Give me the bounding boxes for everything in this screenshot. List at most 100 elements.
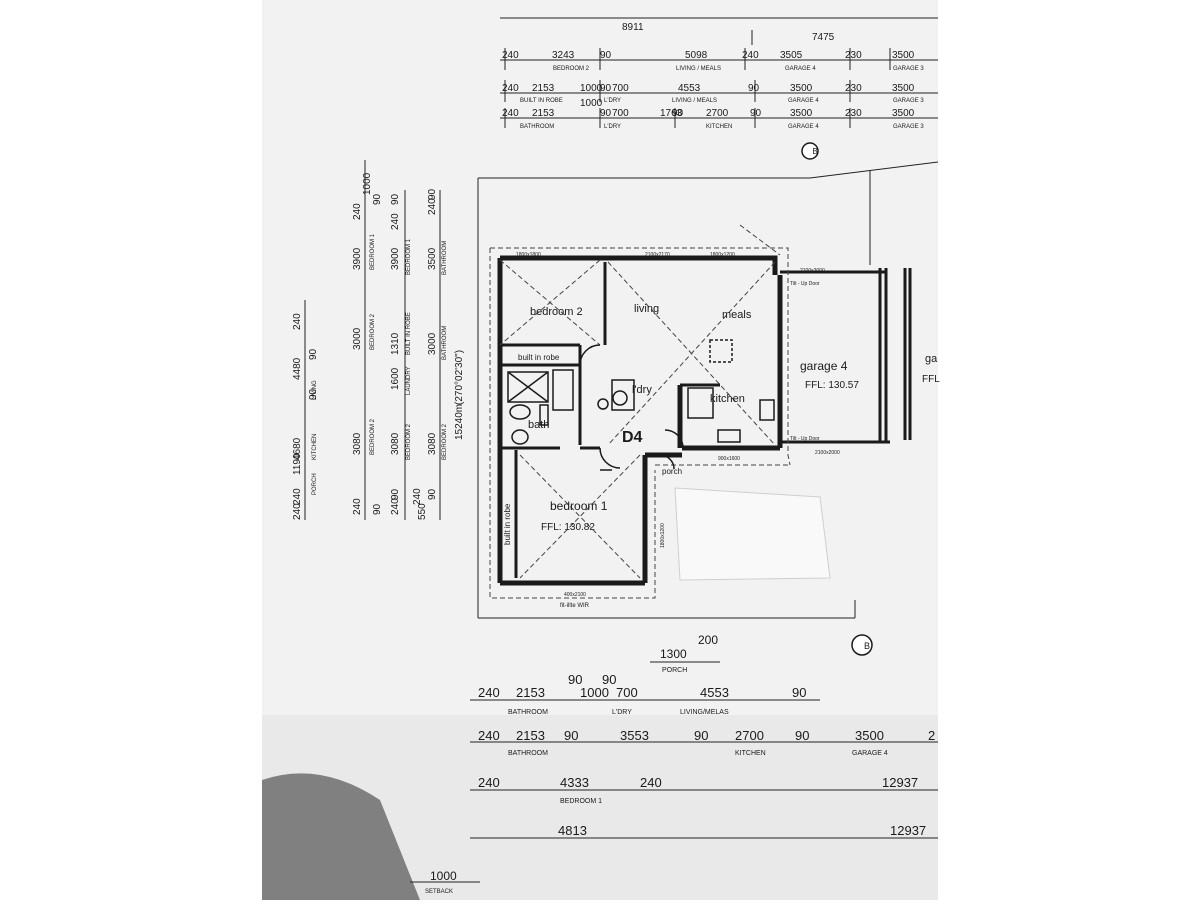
top-dim-r1-6: 230 [845, 50, 862, 61]
left-c2-5: BEDROOM 2 [370, 313, 376, 350]
left-c2-3: BEDROOM 1 [370, 233, 376, 270]
bottom-r5-room-0: SETBACK [425, 889, 453, 895]
room-label-living: living [634, 303, 659, 315]
top-dim-r3-7: 2700 [706, 108, 729, 119]
room-label-bedroom1: bedroom 1 [550, 499, 608, 513]
top-room-r2-3: GARAGE 4 [788, 98, 819, 104]
top-dim-r3-9: 3500 [790, 108, 813, 119]
left-total: 15240m [454, 404, 465, 440]
window-bed2: 1800x1800 [516, 252, 541, 258]
top-dim-r3-11: 3500 [892, 108, 915, 119]
room-label-kitchen: kitchen [710, 393, 745, 405]
left-c4-10: 90 [427, 488, 438, 500]
left-c3-4: 1310 [390, 332, 401, 355]
room-label-bedroom2: bedroom 2 [530, 306, 583, 318]
bottom-r1-5: 700 [616, 685, 638, 700]
top-dim-r1-5: 3505 [780, 50, 803, 61]
left-c1-7: 90 [308, 348, 319, 360]
ffl-garage: FFL: 130.57 [805, 380, 859, 391]
paper-note [674, 487, 831, 581]
left-c4-1: 90 [427, 188, 438, 200]
top-dim-r3-10: 230 [845, 108, 862, 119]
top-overall-1: 8911 [622, 22, 644, 33]
bottom-r2-room-1: KITCHEN [735, 750, 766, 757]
top-dim-r1-7: 3500 [892, 50, 915, 61]
top-overall-2: 7475 [812, 32, 835, 43]
bottom-r3-2: 240 [640, 775, 662, 790]
ffl-next: FFL [922, 374, 940, 385]
top-dim-r3-5: 1763 [660, 108, 683, 119]
left-c3-11: 90 [390, 488, 401, 500]
bottom-r1-room-1: L'DRY [612, 709, 632, 716]
top-room-r2-1: L'DRY [604, 98, 621, 104]
left-c4-2: 3500 [427, 247, 438, 270]
bottom-r2-2: 90 [564, 728, 578, 743]
wir-label: fit-illte WIR [560, 603, 590, 609]
top-dim-r2-4: 700 [612, 83, 629, 94]
building-walls [497, 255, 783, 586]
top-room-r3-4: GARAGE 3 [893, 124, 924, 130]
garage-door-top: 2100x2000 [800, 268, 825, 274]
left-c4-9: 240 [412, 488, 423, 505]
bottom-r1-3: 90 [602, 672, 616, 687]
top-dim-r3-3: 1000 [580, 98, 603, 109]
top-dim-r1-1: 3243 [552, 50, 575, 61]
section-marker-top: B [812, 147, 817, 156]
left-c2-6: 3080 [352, 432, 363, 455]
top-room-r3-1: L'DRY [604, 124, 621, 130]
left-c1-5: PORCH [312, 473, 318, 495]
top-room-r3-2: KITCHEN [706, 124, 732, 130]
angle-label: (270°02'30") [454, 350, 465, 405]
left-c1-9: 90 [308, 388, 319, 400]
bottom-r2-4: 90 [694, 728, 708, 743]
left-c3-7: LAUNDRY [406, 366, 412, 395]
top-room-r3-3: GARAGE 4 [788, 124, 819, 130]
bottom-r2-0: 240 [478, 728, 500, 743]
left-c2-8: 1000 [362, 172, 373, 195]
room-label-meals: meals [722, 309, 752, 321]
room-label-robe-side: built in robe [503, 503, 512, 545]
left-c3-5: BUILT IN ROBE [406, 312, 412, 355]
left-c4-8: 550 [417, 503, 428, 520]
top-dim-r2-1: 2153 [532, 83, 555, 94]
top-dim-r3-0: 240 [502, 108, 519, 119]
bottom-r1-2: 90 [568, 672, 582, 687]
left-c1-2: 4680 [292, 437, 303, 460]
window-meals: 1800x1200 [710, 252, 735, 258]
window-kitchen: 900x1600 [718, 456, 740, 462]
left-c3-10: 240 [390, 498, 401, 515]
left-c2-2: 3900 [352, 247, 363, 270]
left-c4-5: BATHROOM [442, 326, 448, 360]
bottom-porch-1: 1300 [660, 647, 687, 661]
left-c1-8: 240 [292, 488, 303, 505]
bottom-r2-7: 3500 [855, 728, 884, 743]
garage-door-bot: Tilt - Up Door [790, 436, 820, 442]
top-room-r3-0: BATHROOM [520, 124, 554, 130]
left-c4-7: BEDROOM 2 [442, 423, 448, 460]
bottom-r4-0: 4813 [558, 823, 587, 838]
room-label-robe-top: built in robe [518, 353, 560, 362]
bottom-r1-room-0: BATHROOM [508, 709, 548, 716]
top-dim-r2-2: 90 [600, 83, 612, 94]
left-c4-3: BATHROOM [442, 241, 448, 275]
top-dim-r2-5: 4553 [678, 83, 701, 94]
bottom-r5-0: 1000 [430, 869, 457, 883]
left-c1-1: LIVING [312, 380, 318, 400]
unit-label: D4 [622, 429, 643, 446]
bottom-porch-3: PORCH [662, 667, 687, 674]
top-dim-r3-1: 2153 [532, 108, 555, 119]
top-dim-r3-2: 90 [600, 108, 612, 119]
left-c1-0: 4480 [292, 357, 303, 380]
window-bed1: 400x2100 [564, 592, 586, 598]
top-room-r1-3: GARAGE 3 [893, 66, 924, 72]
top-room-r1-0: BEDROOM 2 [553, 66, 590, 72]
room-label-garage-partial: ga [925, 353, 938, 365]
bottom-r1-0: 240 [478, 685, 500, 700]
left-c3-8: 3080 [390, 432, 401, 455]
garage-door-bot-size: 2100x2000 [815, 450, 840, 456]
left-c2-9: 240 [352, 498, 363, 515]
section-marker-bottom: B [864, 641, 870, 651]
top-room-r2-2: LIVING / MEALS [672, 98, 717, 104]
room-label-bath: bath [528, 419, 549, 431]
